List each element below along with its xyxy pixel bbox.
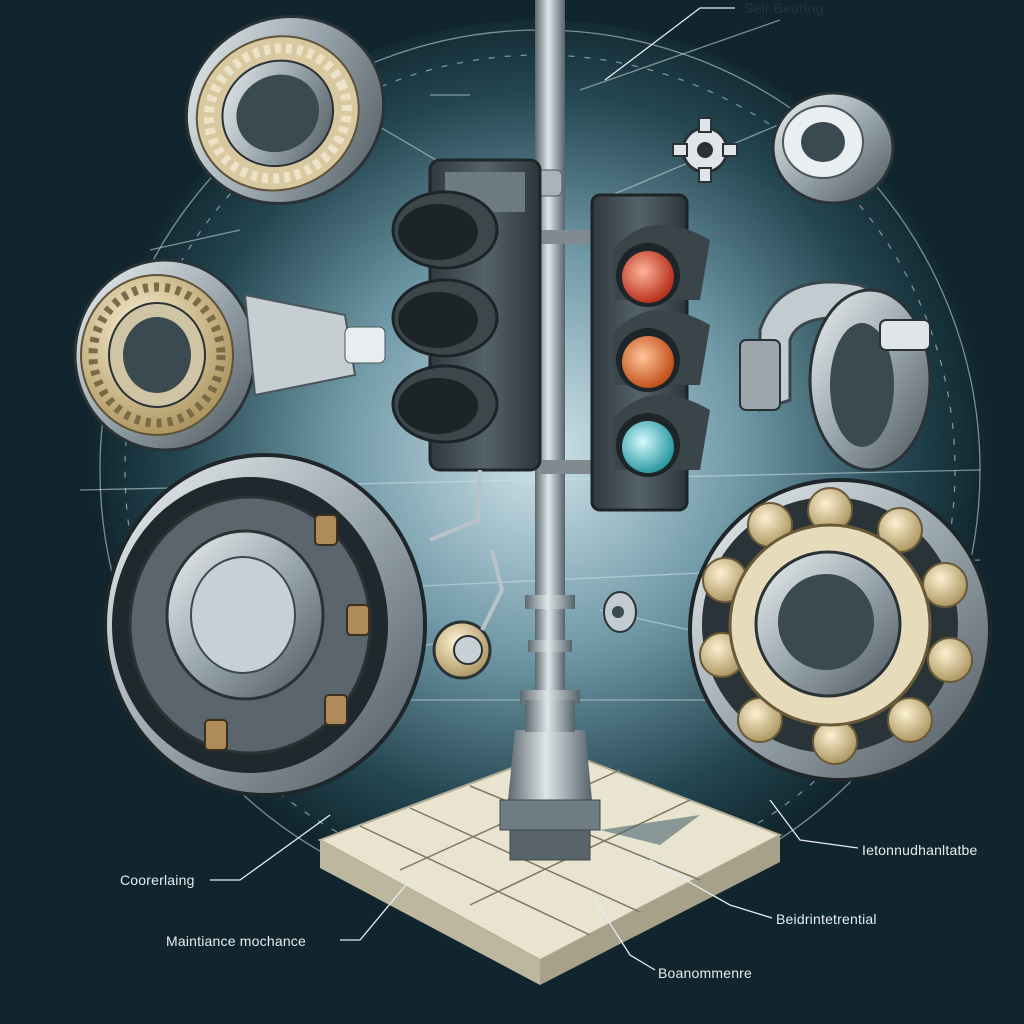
bearing-large-right (688, 478, 992, 782)
small-roller-part (432, 549, 505, 680)
small-clip-part (603, 591, 637, 633)
left-lamp-hoods (391, 190, 499, 444)
traffic-light-left (391, 158, 542, 542)
label-right-callout: Ietonnudhanltatbe (862, 842, 978, 858)
label-middle-callout: Beidrintetrential (776, 911, 877, 927)
clamp-bracket-right (739, 280, 932, 472)
red-lamp (622, 251, 674, 303)
amber-lamp (622, 336, 674, 388)
label-self-bearing: Selr Bearing (744, 0, 824, 16)
cyan-lamp (622, 421, 674, 473)
label-maintenance-callout: Maintiance mochance (166, 933, 306, 949)
bearing-cutaway-left (103, 453, 427, 797)
bearing-top-right (771, 91, 895, 205)
label-bottom-callout: Boanommenre (658, 965, 753, 981)
traffic-light-pole (499, 0, 601, 861)
gear-icon (672, 117, 738, 183)
bearing-middle-left (73, 258, 386, 452)
traffic-light-right (590, 193, 710, 512)
label-leader-lines (210, 7, 859, 971)
label-left-callout: Coorerlaing (120, 872, 195, 888)
bearing-top-left (184, 15, 386, 205)
